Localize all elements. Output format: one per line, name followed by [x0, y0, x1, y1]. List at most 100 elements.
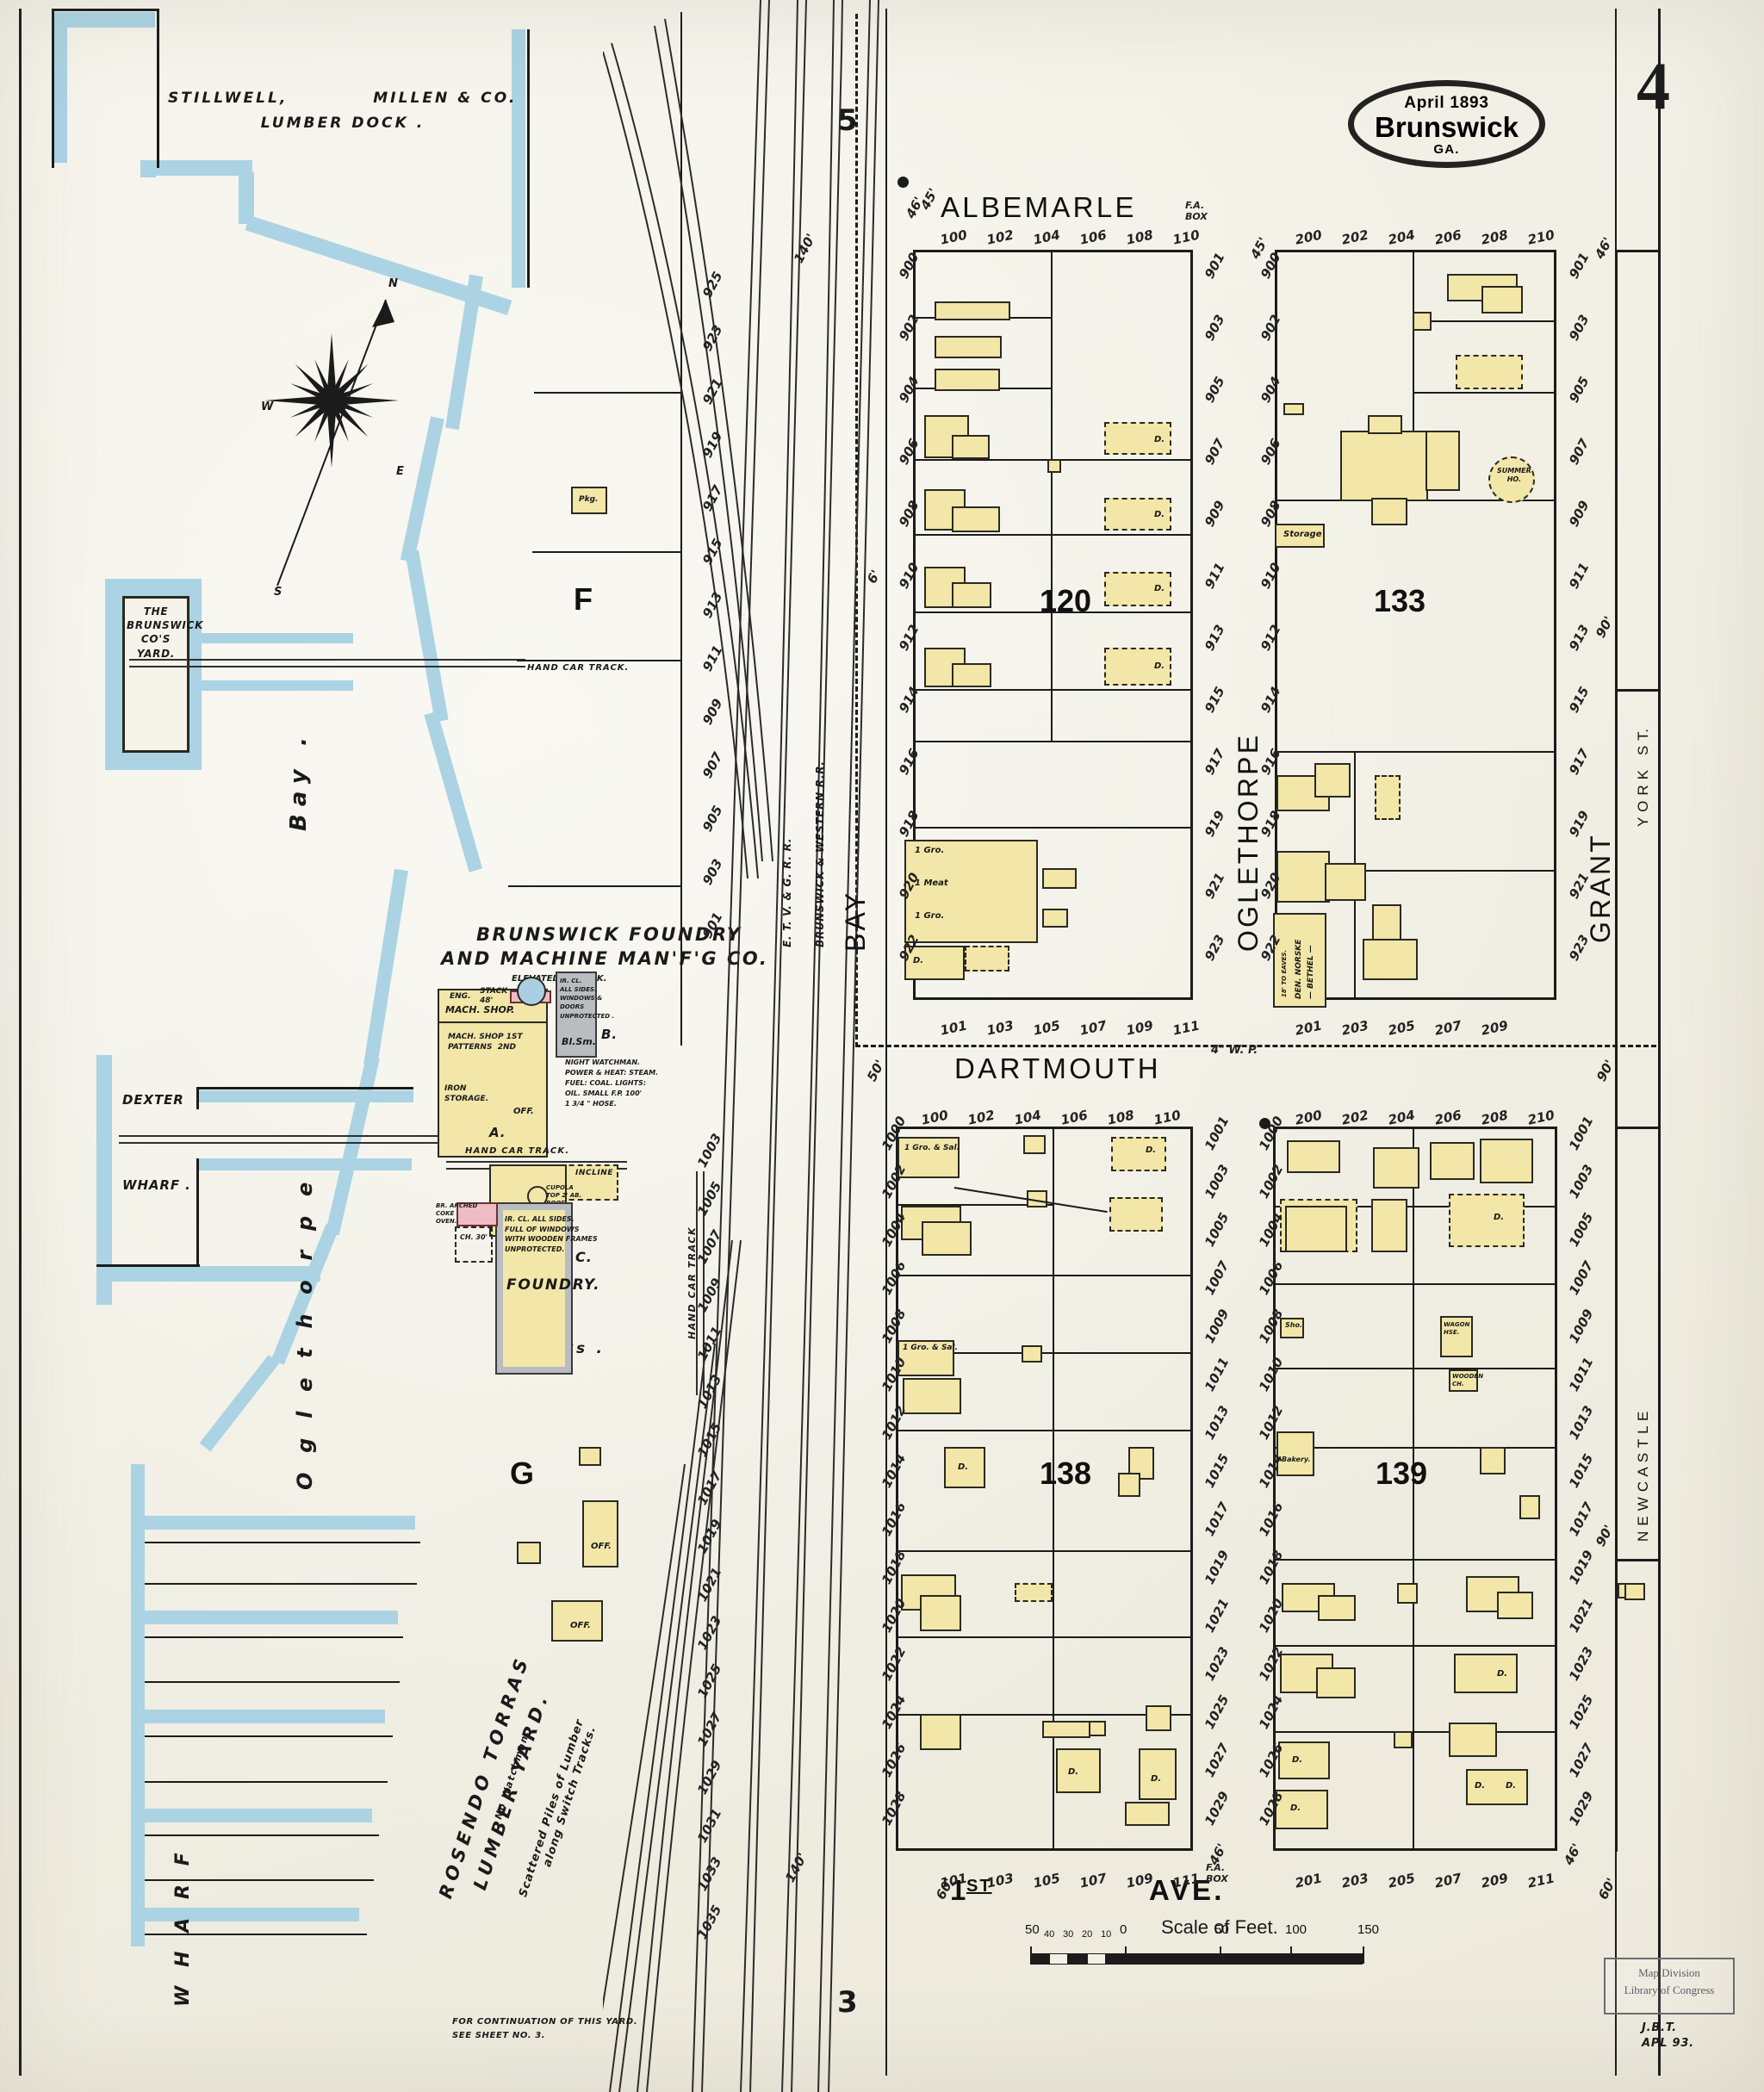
block138-row2	[896, 1275, 1193, 1276]
sb-seg-2	[1049, 1953, 1068, 1965]
water-stillwell-step1	[140, 160, 252, 176]
addr-ogl-120-919: 919	[1202, 808, 1228, 840]
addr-ogl-138-1029: 1029	[1202, 1789, 1233, 1828]
sb-tick-4	[1363, 1946, 1364, 1964]
b138-bldg-9	[944, 1447, 985, 1488]
block-label-133: 133	[1374, 583, 1426, 618]
addr-first-ave-r-207: 207	[1433, 1870, 1463, 1891]
addr-ogl139-1016: 1016	[1256, 1499, 1287, 1539]
grant-east-row1	[1616, 250, 1659, 252]
street-first-ave-word: AVE.	[1149, 1874, 1225, 1906]
lot-line-f-3	[517, 660, 682, 661]
g-bldg-1	[579, 1447, 601, 1466]
small-shed-f-label: Pkg.	[579, 495, 599, 504]
block139-row4	[1273, 1447, 1557, 1449]
stack-label: STACK 48'	[480, 987, 508, 1006]
border-left	[19, 9, 22, 2076]
dexter-track	[119, 1135, 524, 1144]
blsm-label: Bl.Sm.	[562, 1036, 596, 1047]
dexter-outline-top	[198, 1087, 413, 1089]
sb-seg-4	[1087, 1953, 1106, 1965]
b120-bldg-11	[1104, 648, 1171, 686]
addr-dartmouth-s2-205: 205	[1387, 1017, 1417, 1039]
addr-ogl-138-1017: 1017	[1202, 1499, 1233, 1539]
finger-wharf-line-8	[145, 1781, 388, 1783]
block139-row5	[1273, 1559, 1557, 1561]
b139-bldg-16	[1278, 1741, 1330, 1779]
b139-wooden-ch-label: WOODEN CH.	[1452, 1373, 1484, 1388]
b138-bldg-16	[1146, 1705, 1171, 1731]
addr-ogl133-906: 906	[1258, 436, 1284, 468]
addr-ogl-120-917: 917	[1202, 746, 1228, 778]
b138-d-1: D.	[1146, 1145, 1157, 1155]
water-finger-1	[131, 1516, 415, 1530]
addr-albemarle-n-108: 108	[1125, 227, 1155, 248]
dim-ogl-90: 90'	[1593, 613, 1617, 641]
library-of-congress-stamp: Map Division Library of Congress	[1604, 1958, 1735, 2014]
b139-bldg-11b	[1318, 1595, 1356, 1621]
b139-bldg-12	[1397, 1583, 1418, 1604]
cartouche-city: Brunswick	[1375, 111, 1519, 143]
foundry-building-c-inner	[503, 1210, 565, 1367]
etvg-railroad-label: E. T. V. & G. R. R.	[781, 837, 793, 947]
night-watchman-note: NIGHT WATCHMAN. POWER & HEAT: STEAM. FUE…	[565, 1058, 659, 1108]
addr-albemarle-n2-210: 210	[1526, 227, 1556, 248]
finger-wharf-line-4	[145, 1834, 379, 1836]
block138-bottom	[896, 1848, 1193, 1851]
addr-ogl133-910: 910	[1258, 560, 1284, 592]
compass-needle-line	[276, 299, 394, 587]
addr-grant-139-1027: 1027	[1566, 1741, 1597, 1780]
block139-row1	[1273, 1206, 1557, 1207]
b138-gro-sal-label-2: 1 Gro. & Sal.	[903, 1344, 958, 1352]
loc-stamp-line1: Map Division	[1638, 1966, 1700, 1979]
b120-comm-annex2	[1042, 909, 1068, 928]
addr-grant-139-1001: 1001	[1566, 1114, 1597, 1153]
addr-ogl-138-1003: 1003	[1202, 1162, 1233, 1201]
addr-grant-139-1017: 1017	[1566, 1499, 1597, 1539]
block138-row6	[896, 1636, 1193, 1638]
block138-row4	[896, 1430, 1193, 1431]
wharf-outline-v	[196, 1158, 199, 1266]
b133-den-norske	[1273, 913, 1326, 1008]
addr-ogl-120-905: 905	[1202, 374, 1228, 406]
b133-bldg-1b	[1481, 286, 1523, 313]
addr-ogl-120-901: 901	[1202, 250, 1228, 282]
b139-bldg-15	[1454, 1654, 1518, 1693]
scale-tick-0: 50	[1025, 1922, 1040, 1937]
addr-albemarle-n2-208: 208	[1480, 227, 1510, 248]
addr-albemarle-n-106: 106	[1078, 227, 1109, 248]
b138-bldg-3	[1023, 1135, 1046, 1154]
shoreline-line-upper	[527, 29, 530, 288]
addr-albemarle-n-102: 102	[985, 227, 1016, 248]
foundry-title-line2: AND MACHINE MAN'F'G CO.	[441, 948, 769, 969]
street-newcastle: N E W C A S T L E	[1635, 1410, 1651, 1542]
addr-grant-133-909: 909	[1566, 498, 1593, 530]
addr-ogl139-1018: 1018	[1256, 1548, 1287, 1587]
compass-west-label: W	[261, 400, 275, 413]
addr-dartmouth-s-101: 101	[939, 1017, 969, 1039]
block138-row1	[896, 1204, 1053, 1206]
scale-tick-4: 10	[1101, 1929, 1112, 1940]
addr-dartmouth-n-106: 106	[1059, 1107, 1090, 1128]
eaves-note-label: 18' TO EAVES.	[1281, 949, 1288, 997]
b120-d-2: D.	[1154, 510, 1165, 519]
addr-dartmouth-s2-207: 207	[1433, 1017, 1463, 1039]
addr-ogl-120-921: 921	[1202, 870, 1228, 902]
water-stillwell-upper	[52, 12, 67, 163]
sheet-number: 4	[1637, 48, 1670, 123]
addr-dartmouth-n-102: 102	[966, 1107, 997, 1128]
addr-dartmouth-s-107: 107	[1078, 1017, 1109, 1039]
addr-grant-133-911: 911	[1566, 560, 1593, 592]
b120-bldg-5b	[952, 506, 1000, 532]
addr-dartmouth-n-110: 110	[1152, 1107, 1183, 1128]
finger-wharf-line-9	[145, 1879, 374, 1881]
block120-row4	[913, 534, 1193, 536]
addr-grant-133-907: 907	[1566, 436, 1593, 468]
b139-bldg-20	[1394, 1731, 1413, 1748]
addr-bay-120-902: 902	[896, 312, 922, 344]
b139-bldg-6	[1480, 1139, 1533, 1183]
building-b-label: B.	[601, 1027, 618, 1042]
b139-bldg-7	[1449, 1194, 1525, 1247]
b139-d-6: D.	[1506, 1781, 1517, 1791]
